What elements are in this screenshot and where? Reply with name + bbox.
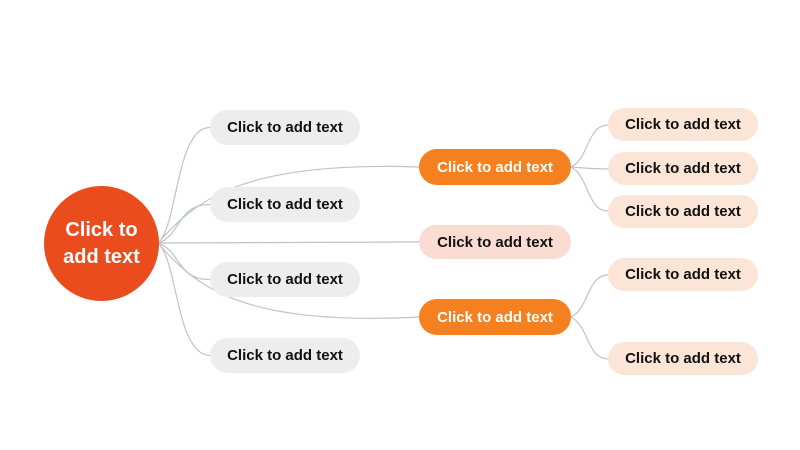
connector-center-left2 xyxy=(157,203,211,244)
center-topic[interactable]: Click to add text xyxy=(44,186,159,301)
connector-center-left3 xyxy=(157,242,211,281)
mid-leaf-pill[interactable]: Click to add text xyxy=(419,225,571,259)
connector-branch2-leaf4 xyxy=(570,274,609,318)
connector-center-midleaf xyxy=(157,241,420,244)
connector-branch2-leaf5 xyxy=(570,316,609,360)
branch-pill-1[interactable]: Click to add text xyxy=(419,149,571,185)
subtopic-pill-4[interactable]: Click to add text xyxy=(210,338,360,373)
connector-center-branch2 xyxy=(157,242,420,319)
connector-branch1-leaf3 xyxy=(570,166,609,212)
leaf-pill-3[interactable]: Click to add text xyxy=(608,195,758,228)
connector-center-branch1 xyxy=(157,165,420,244)
connector-branch1-leaf1 xyxy=(570,124,609,168)
leaf-pill-4[interactable]: Click to add text xyxy=(608,258,758,291)
subtopic-pill-2[interactable]: Click to add text xyxy=(210,187,360,222)
connector-center-left4 xyxy=(157,242,211,357)
connector-branch1-leaf2 xyxy=(570,166,609,170)
subtopic-pill-1[interactable]: Click to add text xyxy=(210,110,360,145)
subtopic-pill-3[interactable]: Click to add text xyxy=(210,262,360,297)
leaf-pill-2[interactable]: Click to add text xyxy=(608,152,758,185)
leaf-pill-1[interactable]: Click to add text xyxy=(608,108,758,141)
branch-pill-2[interactable]: Click to add text xyxy=(419,299,571,335)
leaf-pill-5[interactable]: Click to add text xyxy=(608,342,758,375)
connector-center-left1 xyxy=(157,126,211,244)
